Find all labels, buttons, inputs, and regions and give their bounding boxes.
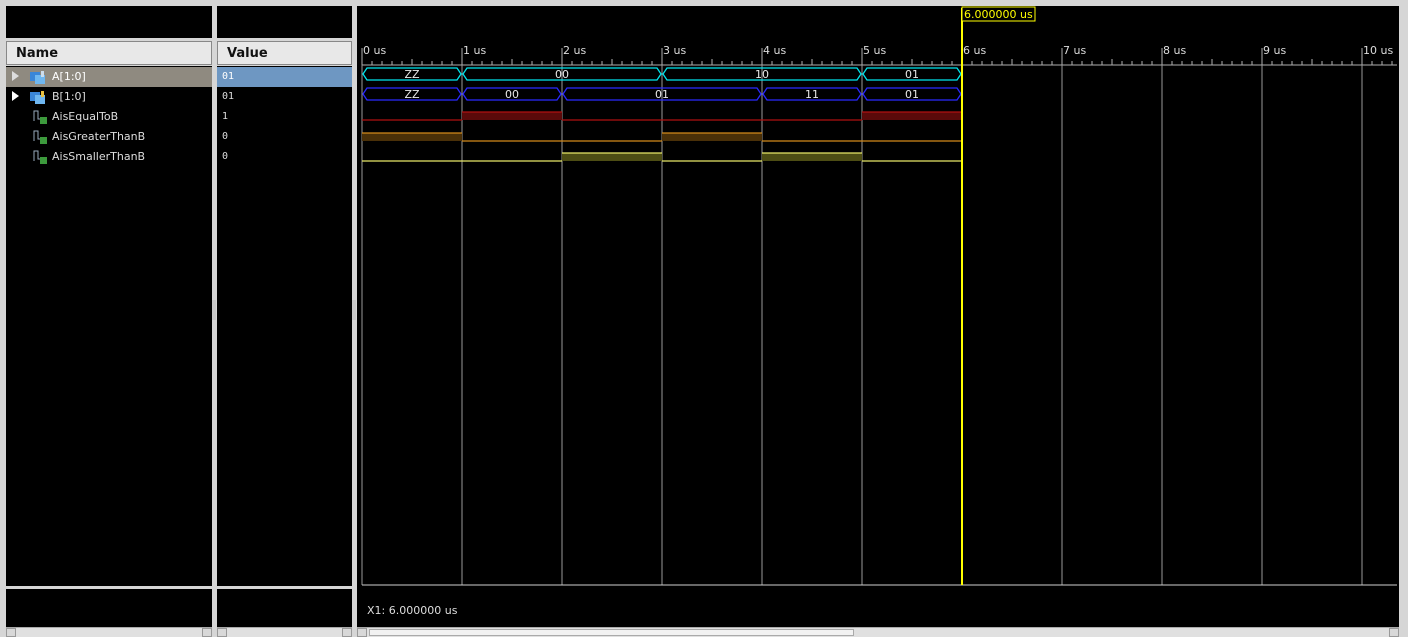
splitter-handle[interactable]: [352, 300, 356, 320]
bus-b-value-label: 01: [655, 88, 669, 101]
equal-wave-high-fill: [862, 112, 962, 120]
value-row-smaller[interactable]: 0: [217, 147, 352, 167]
bus-b-value-label: 01: [905, 88, 919, 101]
value-panel-scrollbar[interactable]: [217, 627, 352, 637]
splitter-handle[interactable]: [212, 300, 216, 320]
expand-arrow-icon[interactable]: [12, 91, 19, 101]
signal-value: 0: [222, 131, 229, 142]
name-panel-bottom: [6, 589, 212, 627]
bus-b-segment: [362, 87, 462, 101]
bit-signal-icon: [33, 130, 47, 144]
signal-row-a[interactable]: A[1:0]: [6, 67, 212, 87]
bus-a-segment: [662, 67, 862, 81]
signal-name: AisSmallerThanB: [52, 150, 146, 163]
greater-wave-high-fill: [662, 133, 762, 141]
bus-b-value-label: ZZ: [404, 88, 420, 101]
name-panel-top: [6, 6, 212, 38]
bit-signal-icon: [33, 150, 47, 164]
signal-row-smaller[interactable]: AisSmallerThanB: [6, 147, 212, 167]
signal-row-b[interactable]: B[1:0]: [6, 87, 212, 107]
name-column-header[interactable]: Name: [6, 41, 212, 65]
ruler-tick-label: 8 us: [1163, 44, 1186, 57]
smaller-wave-high-fill: [762, 153, 862, 161]
signal-row-greater[interactable]: AisGreaterThanB: [6, 127, 212, 147]
signal-row-equal[interactable]: AisEqualToB: [6, 107, 212, 127]
signal-value: 0: [222, 151, 229, 162]
value-row-a[interactable]: 01: [217, 67, 352, 87]
ruler-tick-label: 6 us: [963, 44, 986, 57]
value-row-equal[interactable]: 1: [217, 107, 352, 127]
signal-value: 01: [222, 71, 235, 82]
greater-wave-high-fill: [362, 133, 462, 141]
value-column-header[interactable]: Value: [217, 41, 352, 65]
bus-b-segment: [462, 87, 562, 101]
bus-a-value-label: 00: [555, 68, 569, 81]
value-panel-top: [217, 6, 352, 38]
ruler-tick-label: 4 us: [763, 44, 786, 57]
waveform-canvas[interactable]: 0 us 1 us 2 us 3 us 4 us 5 us 6 us 7 us 8 us 9 us…: [357, 6, 1399, 627]
value-panel-bottom: [217, 589, 352, 627]
bus-a-value-label: 01: [905, 68, 919, 81]
signal-name: B[1:0]: [52, 90, 86, 103]
smaller-wave-high-fill: [562, 153, 662, 161]
bus-signal-icon: [30, 91, 45, 104]
bus-a-value-label: ZZ: [404, 68, 420, 81]
ruler-tick-label: 5 us: [863, 44, 886, 57]
signal-name: AisGreaterThanB: [52, 130, 146, 143]
ruler-tick-label: 0 us: [363, 44, 386, 57]
bus-b-value-label: 00: [505, 88, 519, 101]
ruler-tick-label: 9 us: [1263, 44, 1286, 57]
expand-arrow-icon[interactable]: [12, 71, 19, 81]
bit-signal-icon: [33, 110, 47, 124]
value-row-b[interactable]: 01: [217, 87, 352, 107]
ruler-tick-label: 7 us: [1063, 44, 1086, 57]
ruler-tick-label: 3 us: [663, 44, 686, 57]
equal-wave-high-fill: [462, 112, 562, 120]
value-panel: [217, 66, 352, 586]
ruler-tick-label: 1 us: [463, 44, 486, 57]
waveform-panel[interactable]: 0 us 1 us 2 us 3 us 4 us 5 us 6 us 7 us 8 us 9 us…: [357, 6, 1399, 627]
cursor-time-label: 6.000000 us: [964, 8, 1033, 21]
signal-value: 1: [222, 111, 229, 122]
scroll-thumb[interactable]: [369, 629, 854, 636]
value-row-greater[interactable]: 0: [217, 127, 352, 147]
bus-signal-icon: [30, 71, 45, 84]
bus-b-segment: [562, 87, 762, 101]
bus-a-value-label: 10: [755, 68, 769, 81]
ruler-tick-label: 2 us: [563, 44, 586, 57]
bus-b-value-label: 11: [805, 88, 819, 101]
bus-b-segment: [762, 87, 862, 101]
bus-a-segment: [462, 67, 662, 81]
name-panel: [6, 66, 212, 586]
cursor-label-box: [961, 6, 1036, 22]
signal-name: AisEqualToB: [52, 110, 119, 123]
bus-a-segment: [362, 67, 462, 81]
status-readout: X1: 6.000000 us: [367, 604, 458, 617]
signal-name: A[1:0]: [52, 70, 86, 83]
ruler-tick-label: 10 us: [1363, 44, 1393, 57]
signal-value: 01: [222, 91, 235, 102]
